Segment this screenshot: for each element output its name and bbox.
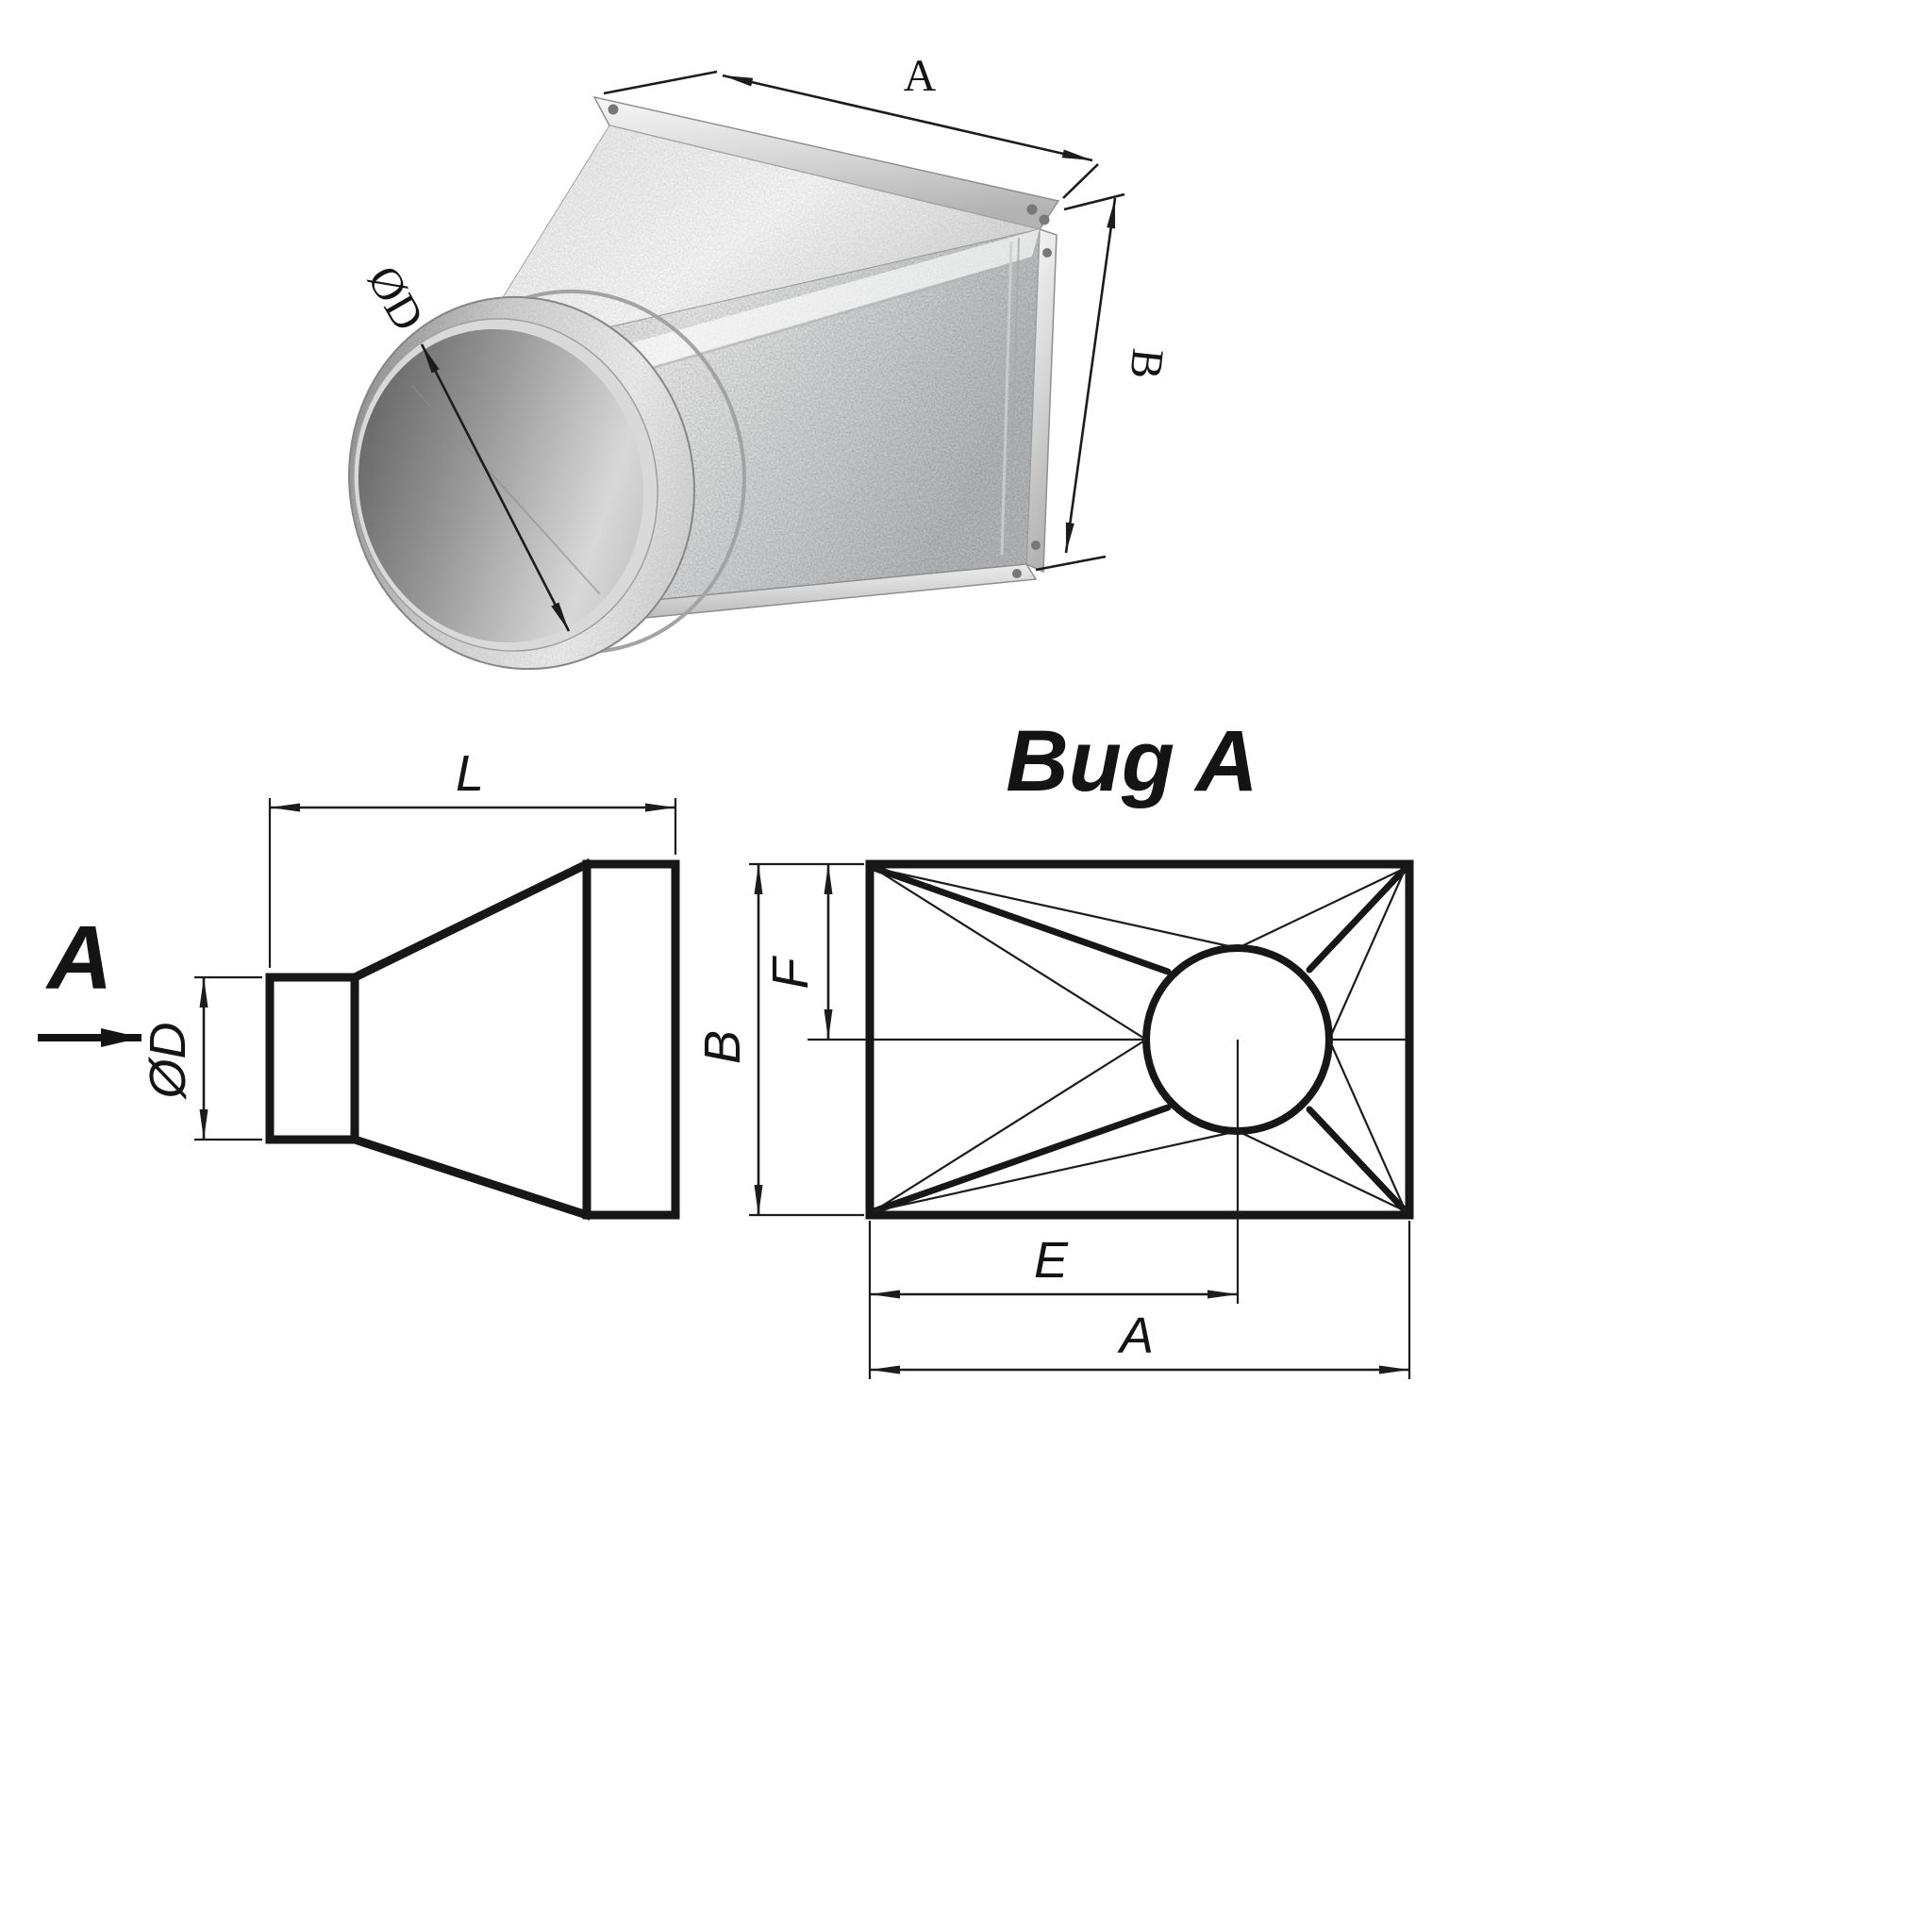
dim-label-a-3d: A: [904, 51, 937, 101]
dim-label-b-3d: B: [1120, 346, 1173, 381]
dim-label-f: F: [762, 956, 819, 990]
end-view-title: Bug A: [1006, 713, 1257, 809]
fold-line: [1306, 1106, 1409, 1215]
fold-line: [870, 864, 1172, 975]
dim-end-offset-f: F: [762, 864, 870, 1041]
dim-photo-height-b: B: [1035, 192, 1173, 572]
flange-hole: [1042, 248, 1052, 258]
dim-end-offset-e: E: [868, 1221, 1238, 1379]
dim-photo-width-a: A: [603, 51, 1099, 199]
view-direction-arrow: A: [38, 908, 142, 1047]
side-view-collar-rect: [265, 973, 359, 1144]
dim-label-l: L: [456, 745, 484, 802]
dim-side-length-l: L: [268, 745, 677, 968]
side-view-flange-rect: [582, 859, 680, 1220]
side-view-taper-top: [348, 858, 593, 984]
side-view-drawing: L ØD A: [38, 745, 680, 1221]
dim-label-d-side: ØD: [140, 1023, 196, 1101]
dim-label-a-view: A: [1117, 1307, 1154, 1364]
flange-hole: [1026, 204, 1038, 215]
view-arrow-label: A: [45, 908, 112, 1008]
flange-hole: [1031, 541, 1041, 550]
side-view-taper-bottom: [349, 1134, 592, 1221]
flange-hole: [608, 104, 619, 115]
fold-line: [1306, 864, 1409, 974]
dim-end-width-a: A: [870, 1221, 1411, 1379]
end-view-drawing: Bug A B F: [694, 713, 1414, 1379]
dim-end-height-b: B: [694, 862, 864, 1217]
flange-hole: [1012, 569, 1022, 578]
photo-3d-transition: A B ØD: [348, 51, 1173, 671]
dim-label-b-view: B: [694, 1030, 751, 1064]
flange-hole: [1039, 214, 1050, 225]
dim-side-diameter-d: ØD: [140, 975, 262, 1141]
dim-label-e: E: [1034, 1232, 1069, 1289]
fold-line: [870, 1104, 1172, 1215]
